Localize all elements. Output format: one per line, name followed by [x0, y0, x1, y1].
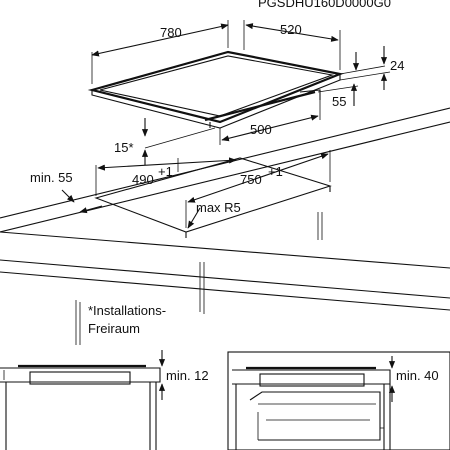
dim-520-label: 520: [280, 22, 302, 37]
detail-left-drawing: [0, 364, 161, 450]
dim-r5: [187, 207, 201, 229]
dim-min55-label: min. 55: [30, 170, 73, 185]
dim-520: [243, 20, 341, 70]
dim-490-tol: +1: [158, 164, 173, 179]
dim-490-label: 490: [132, 172, 154, 187]
dim-750-tol: +1: [268, 164, 283, 179]
detail-right-label: min. 40: [396, 368, 439, 383]
dim-780: [91, 20, 229, 84]
dim-750: [185, 150, 331, 228]
dim-24-label: 24: [390, 58, 404, 73]
note-line-1: *Installations-: [88, 303, 166, 318]
dim-15-label: 15*: [114, 140, 134, 155]
dim-500-label: 500: [250, 122, 272, 137]
dim-55: [317, 83, 359, 106]
dim-24: [339, 46, 391, 90]
dim-500: [219, 100, 321, 145]
detail-right-drawing: [227, 351, 450, 450]
header-code: PGSDHU160D0000G0: [258, 0, 391, 10]
dim-15: [141, 118, 216, 165]
detail-left-label: min. 12: [166, 368, 209, 383]
dim-780-label: 780: [160, 25, 182, 40]
note-line-2: Freiraum: [88, 321, 140, 336]
dim-55-label: 55: [332, 94, 346, 109]
dim-min55: [61, 189, 103, 214]
dim-750-label: 750: [240, 172, 262, 187]
worktop-drawing: [0, 107, 450, 345]
dim-r5-label: max R5: [196, 200, 241, 215]
hob-drawing: [87, 50, 344, 129]
